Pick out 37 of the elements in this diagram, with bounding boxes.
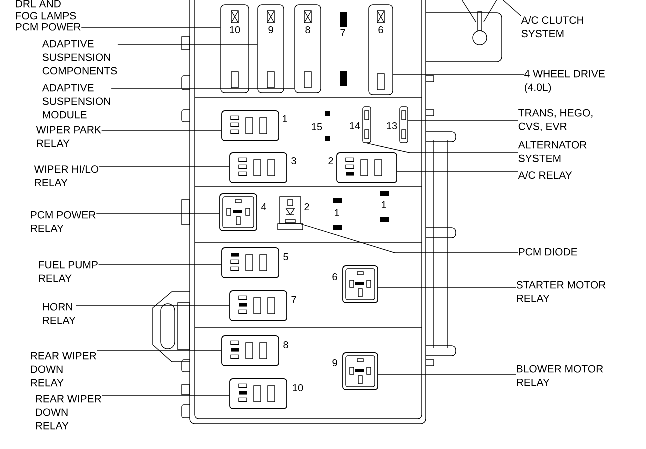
callout-label: PCM POWER	[16, 23, 81, 31]
callout-label: DRL AND FOG LAMPS	[16, 0, 76, 20]
callout-label: ADAPTIVE SUSPENSION MODULE	[42, 84, 110, 119]
leader-line	[99, 166, 230, 168]
fuse-slot: 1	[333, 198, 342, 230]
leader-line	[408, 120, 518, 122]
callout-label: REAR WIPER DOWN RELAY	[36, 395, 102, 430]
node-label: 1	[334, 210, 340, 216]
callout-label: A/C RELAY	[518, 171, 572, 180]
fuse-slot: 15	[312, 111, 330, 141]
fuse-slot: 1	[380, 191, 389, 222]
leader-line	[98, 264, 222, 266]
callout-label: WIPER HI/LO RELAY	[34, 165, 99, 186]
leader-line	[111, 88, 295, 90]
leader-line	[301, 224, 518, 254]
callout-label: TRANS, HEGO, CVS, EVR	[518, 109, 593, 132]
leader-line	[393, 74, 524, 76]
leader-line	[96, 350, 222, 352]
leader-line	[102, 130, 222, 132]
callout-label: PCM POWER RELAY	[31, 211, 96, 232]
callout-label: PCM DIODE	[519, 248, 578, 256]
node-label: 15	[312, 124, 322, 130]
callout-label: A/C CLUTCH SYSTEM	[521, 16, 584, 38]
node-label: 1	[382, 202, 386, 208]
leader-line	[366, 143, 518, 154]
callout-label: REAR WIPER DOWN RELAY	[31, 352, 96, 387]
callout-label: FUEL PUMP RELAY	[39, 261, 98, 282]
callout-label: BLOWER MOTOR RELAY	[517, 365, 604, 386]
leader-line	[118, 44, 258, 46]
leader-line	[502, 0, 522, 16]
callout-label: ADAPTIVE SUSPENSION COMPONENTS	[42, 40, 118, 75]
callout-label: WIPER PARK RELAY	[36, 126, 102, 148]
callout-label: STARTER MOTOR RELAY	[516, 281, 606, 302]
callout-label: HORN RELAY	[43, 303, 76, 324]
callout-label: ALTERNATOR SYSTEM	[518, 141, 587, 162]
leader-line	[378, 374, 516, 376]
callout-label: 4 WHEEL DRIVE (4.0L)	[524, 70, 605, 94]
